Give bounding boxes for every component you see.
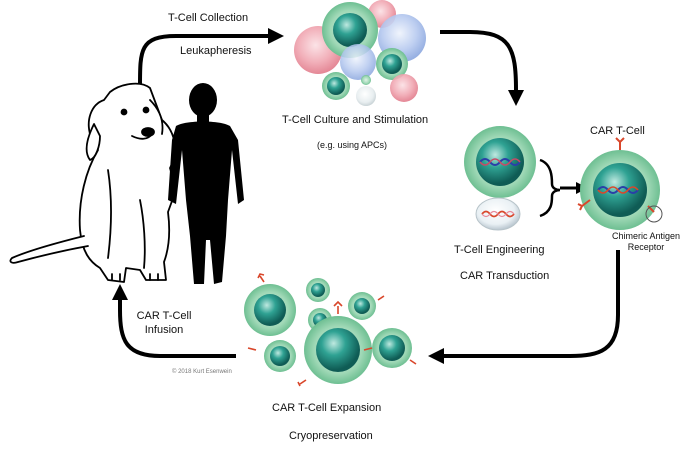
label-leukapheresis: Leukapheresis: [180, 45, 252, 57]
label-t-cell-engineering: T-Cell Engineering: [454, 244, 545, 256]
arrow-collection-head: [268, 28, 284, 44]
arrow-car-t-to-expansion-head: [428, 348, 444, 364]
label-culture-note: (e.g. using APCs): [317, 140, 388, 150]
engineering-bracket: [539, 158, 561, 218]
label-receptor: Receptor: [627, 242, 665, 252]
label-culture: T-Cell Culture and Stimulation: [282, 114, 429, 126]
car-t-cell: [577, 137, 663, 230]
label-car-t-cell: CAR T-Cell: [590, 125, 645, 137]
label-infusion-line2: Infusion: [144, 324, 184, 336]
expanded-cell-cluster: [244, 273, 417, 387]
receptor-icon: [577, 137, 655, 213]
label-car-transduction: CAR Transduction: [460, 270, 550, 282]
arrow-infusion: [118, 298, 236, 358]
engineering-t-cell: [464, 126, 536, 198]
label-infusion-line1: CAR T-Cell: [136, 310, 192, 322]
receptor-icon: [247, 273, 417, 387]
human-silhouette: [168, 83, 244, 284]
arrow-collection: [138, 34, 270, 87]
arrow-infusion-head: [112, 284, 128, 300]
arrow-culture-to-engineering-head: [508, 90, 524, 106]
copyright-notice: © 2018 Kurt Esenwein: [172, 369, 232, 375]
receptor-callout-circle: [645, 205, 663, 223]
label-t-cell-collection: T-Cell Collection: [168, 12, 249, 24]
arrow-car-t-to-expansion: [440, 250, 620, 358]
viral-vector: [475, 197, 521, 231]
label-chimeric-antigen: Chimeric Antigen: [611, 231, 681, 241]
label-car-t-cell-expansion: CAR T-Cell Expansion: [272, 402, 382, 414]
cell-culture-cluster: [294, 0, 426, 106]
label-cryopreservation: Cryopreservation: [289, 430, 373, 442]
arrow-culture-to-engineering: [440, 30, 518, 91]
dog-illustration: [9, 82, 177, 283]
